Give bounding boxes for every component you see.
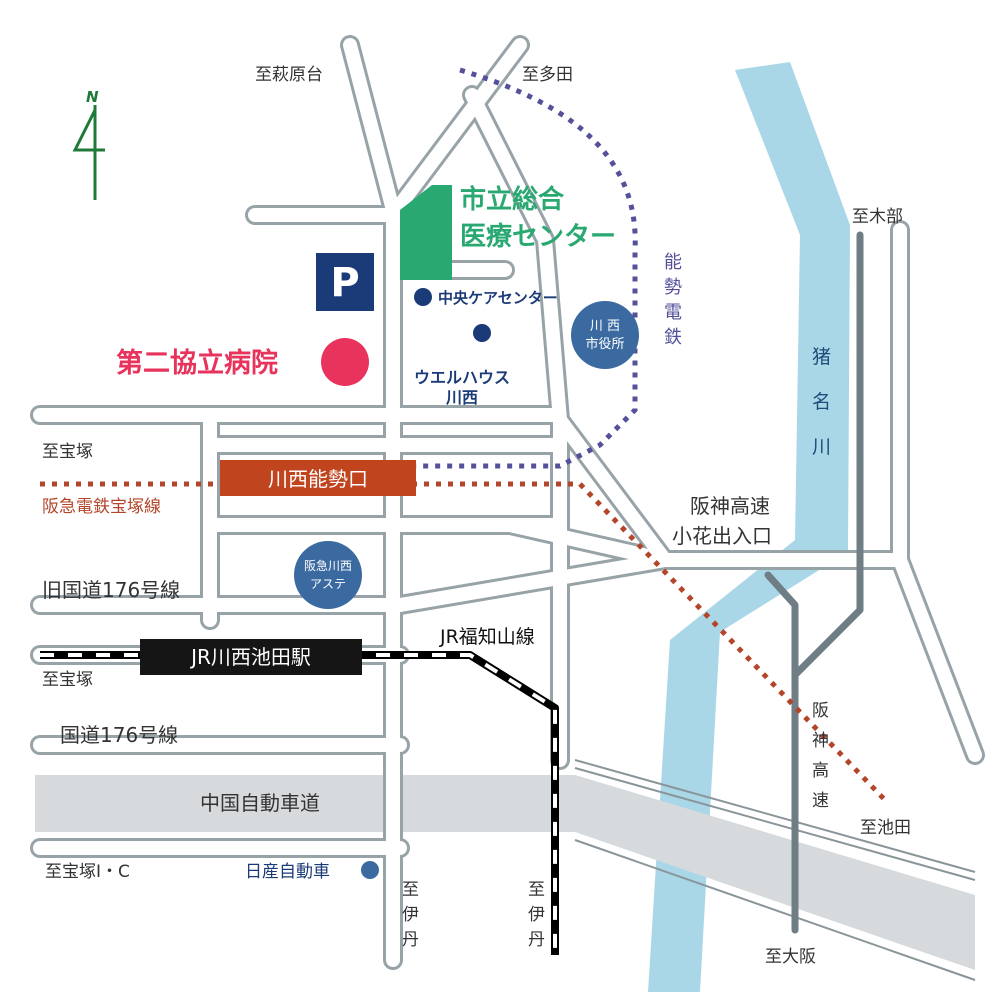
medical-center-building-icon [400,185,452,280]
jr-line-dash [40,653,557,955]
direction-takarazuka-jr: 至宝塚 [42,670,93,690]
river-label-3: 川 [812,436,831,458]
medical-center-label-1: 市立総合 [460,184,565,215]
rail-label-nose-2: 勢 [664,277,682,298]
parking-label: P [330,260,359,306]
medical-center-label-2: 医療センター [460,222,616,252]
river-label-1: 猪 [812,346,831,368]
direction-osaka: 至大阪 [765,947,816,967]
hospital-label: 第二協立病院 [116,347,278,379]
welhouse-label-2: 川西 [445,388,478,407]
aste-marker [294,541,362,609]
hospital-marker[interactable] [321,338,369,386]
road-label-hanshin-v-3: 高 [812,761,829,781]
road-label-hanshin-v-4: 速 [812,791,829,811]
road-label-old-route176: 旧国道176号線 [42,578,180,602]
welhouse-label-1: ウエルハウス [414,368,510,387]
direction-itami-left-1: 至 [402,880,419,900]
expressway-edge-top [574,759,976,873]
direction-itami-right-2: 伊 [528,905,545,925]
road-label-hanshin-v-1: 阪 [812,701,829,721]
road-label-hanshin-v-2: 神 [812,731,829,751]
rail-label-nose-4: 鉄 [664,327,682,348]
direction-itami-right-1: 至 [528,880,545,900]
nissan-label: 日産自動車 [245,862,330,882]
nissan-marker [361,861,379,879]
facility-marker [473,324,491,342]
aste-label-2: アステ [310,577,346,591]
jr-station-box[interactable] [140,639,362,675]
parking-icon [316,253,374,311]
road-label-hanshin-top-1: 阪神高速 [690,494,770,518]
road-label-hanshin-top-2: 小花出入口 [672,524,772,548]
hankyu-station-label: 川西能勢口 [268,467,368,491]
north-label: N [86,88,99,106]
chugoku-expressway-band [35,775,975,970]
expressway-edge-top-2 [574,767,976,881]
city-hall-marker [571,301,639,369]
direction-itami-right-3: 丹 [528,930,545,950]
hanshin-expressway-osaka [764,571,799,934]
care-center-marker [414,288,432,306]
rail-label-hankyu-takarazuka: 阪急電鉄宝塚線 [42,497,161,517]
city-hall-label-2: 市役所 [585,336,624,352]
nose-railway-line [410,67,638,469]
river-label-2: 名 [812,391,831,413]
direction-ikeda: 至池田 [860,818,911,838]
direction-itami-left-2: 伊 [402,905,419,925]
inagawa-river [648,62,850,992]
hanshin-expressway-kibe [791,231,864,679]
city-hall-label-1: 川 西 [590,319,620,334]
rail-label-jr-fukuchiyama: JR福知山線 [439,626,535,648]
direction-takarazuka-top: 至宝塚 [42,442,93,462]
rail-label-nose-1: 能 [664,252,682,273]
direction-tada: 至多田 [522,65,573,85]
direction-hagiwaradai: 至萩原台 [255,65,323,85]
hankyu-station-box[interactable] [220,460,416,496]
direction-takarazuka-ic: 至宝塚I・C [45,862,130,882]
road-label-chugoku: 中国自動車道 [200,791,320,815]
rail-label-nose-3: 電 [664,302,682,323]
jr-station-label: JR川西池田駅 [189,645,311,669]
direction-kibe: 至木部 [852,207,903,227]
expressway-edge-bottom [574,839,976,981]
aste-label-1: 阪急川西 [304,558,352,573]
north-arrow-icon [72,105,105,200]
direction-itami-left-3: 丹 [402,930,419,950]
road-label-route176: 国道176号線 [60,723,178,747]
care-center-label: 中央ケアセンター [438,289,558,307]
